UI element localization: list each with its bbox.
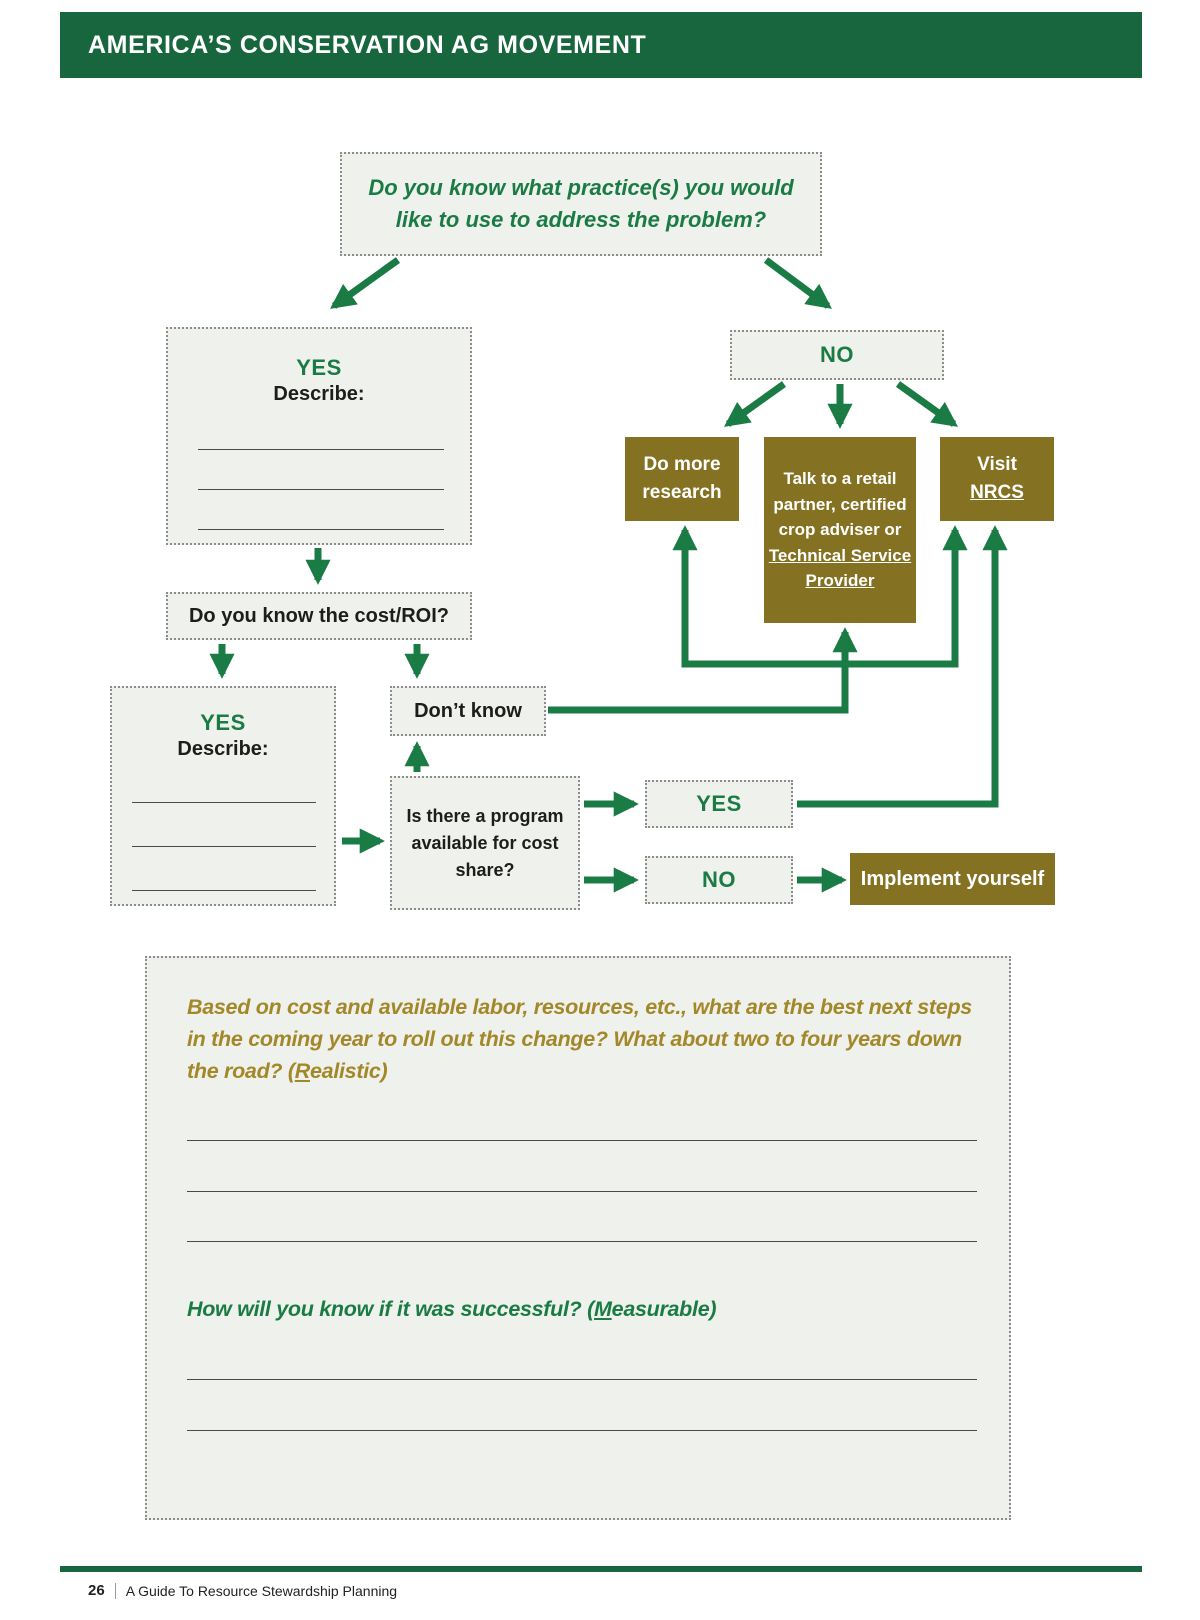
footer-title: A Guide To Resource Stewardship Planning — [125, 1582, 398, 1599]
node-root-question: Do you know what practice(s) you would l… — [340, 152, 822, 256]
nrcs-text: Visit — [977, 454, 1017, 476]
retail-text: Talk to a retail partner, certified crop… — [773, 469, 907, 540]
yes1-label: YES — [296, 355, 342, 380]
footer-rule — [60, 1566, 1142, 1572]
page-header-banner: AMERICA’S CONSERVATION AG MOVEMENT — [60, 12, 1142, 78]
measurable-underlined-letter: M — [594, 1297, 612, 1321]
page-footer: 26 A Guide To Resource Stewardship Plann… — [88, 1582, 397, 1599]
write-line — [187, 1140, 977, 1141]
realistic-prompt-end: ealistic) — [310, 1058, 388, 1083]
write-line — [187, 1430, 977, 1431]
node-yes-describe-1: YES Describe: — [166, 327, 472, 545]
implement-label: Implement yourself — [860, 867, 1045, 890]
node-implement-yourself: Implement yourself — [850, 853, 1055, 905]
node-dont-know: Don’t know — [390, 686, 546, 736]
program-yes-label: YES — [696, 791, 742, 816]
node-program-no: NO — [645, 856, 793, 904]
arrow-no-to-research — [724, 381, 787, 427]
measurable-prompt-text: How will you know if it was successful? … — [187, 1297, 595, 1321]
write-line — [187, 1379, 977, 1380]
nrcs-link[interactable]: NRCS — [970, 482, 1024, 503]
write-line — [198, 449, 444, 450]
yes2-label: YES — [200, 710, 246, 735]
arrow-root-to-no — [763, 257, 832, 309]
write-line — [198, 529, 444, 530]
write-line — [132, 890, 316, 891]
research-label: Do more research — [642, 454, 722, 503]
footer-divider — [114, 1582, 116, 1599]
worksheet-panel: Based on cost and available labor, resou… — [145, 956, 1011, 1520]
realistic-prompt: Based on cost and available labor, resou… — [187, 992, 987, 1087]
realistic-prompt-text: Based on cost and available labor, resou… — [187, 995, 972, 1083]
page-number: 26 — [88, 1582, 105, 1599]
node-program-yes: YES — [645, 780, 793, 828]
realistic-underlined-letter: R — [294, 1058, 311, 1083]
write-line — [132, 802, 316, 803]
node-program-question: Is there a program available for cost sh… — [390, 776, 580, 910]
node-do-more-research: Do more research — [625, 437, 739, 521]
node-cost-roi-question: Do you know the cost/ROI? — [166, 592, 472, 640]
page-header-title: AMERICA’S CONSERVATION AG MOVEMENT — [88, 30, 647, 59]
node-no-1: NO — [730, 330, 944, 380]
arrow-dontknow-to-retail — [548, 627, 858, 714]
yes2-describe-label: Describe: — [177, 738, 269, 760]
program-question-text: Is there a program available for cost sh… — [406, 805, 564, 880]
node-yes-describe-2: YES Describe: — [110, 686, 336, 906]
root-question-text: Do you know what practice(s) you would l… — [368, 175, 794, 232]
write-line — [187, 1191, 977, 1192]
node-talk-retail-partner: Talk to a retail partner, certified crop… — [764, 437, 916, 623]
arrow-root-to-yes — [330, 257, 401, 309]
measurable-prompt: How will you know if it was successful? … — [187, 1294, 987, 1326]
no1-label: NO — [820, 342, 854, 367]
write-line — [198, 489, 444, 490]
write-line — [132, 846, 316, 847]
arrow-no-to-nrcs — [895, 381, 958, 427]
technical-service-provider-link[interactable]: Technical Service Provider — [768, 545, 912, 591]
cost-roi-text: Do you know the cost/ROI? — [188, 604, 449, 627]
write-line — [187, 1241, 977, 1242]
program-no-label: NO — [702, 867, 736, 892]
measurable-prompt-end: easurable) — [611, 1297, 717, 1321]
dont-know-text: Don’t know — [414, 699, 522, 722]
yes1-describe-label: Describe: — [273, 383, 365, 405]
node-visit-nrcs: Visit NRCS — [940, 437, 1054, 521]
